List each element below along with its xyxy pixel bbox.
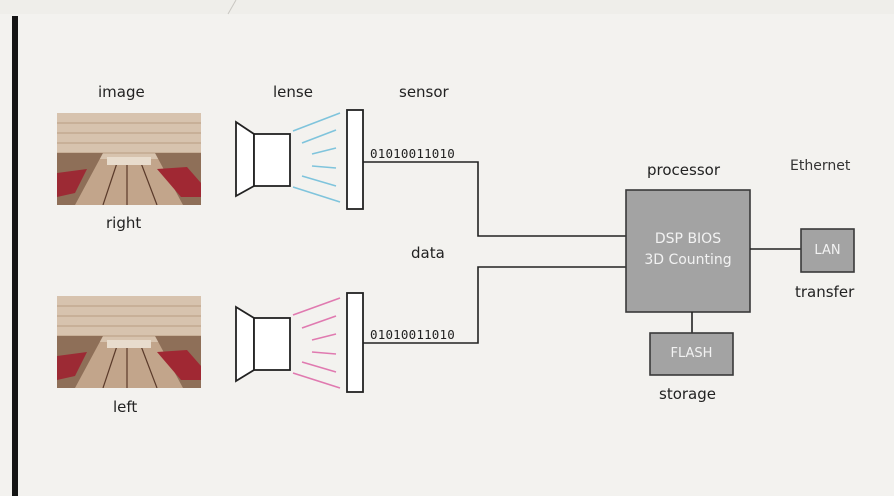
top-bar bbox=[0, 0, 894, 14]
bitstream-top: 01010011010 bbox=[370, 146, 455, 161]
lan-box bbox=[800, 228, 855, 273]
sensor-top bbox=[346, 109, 364, 210]
label-ethernet: Ethernet bbox=[790, 158, 851, 174]
light-rays-bottom bbox=[292, 297, 341, 389]
label-lense: lense bbox=[273, 83, 313, 101]
processor-box bbox=[625, 189, 751, 313]
label-processor: processor bbox=[647, 161, 720, 179]
label-right: right bbox=[106, 214, 142, 232]
label-transfer: transfer bbox=[795, 283, 855, 301]
sensor-bottom bbox=[346, 292, 364, 393]
corner-line bbox=[227, 0, 237, 15]
data-line-top bbox=[363, 161, 626, 237]
processor-line-1: DSP BIOS bbox=[654, 231, 722, 247]
light-rays-top bbox=[292, 112, 341, 203]
label-sensor: sensor bbox=[399, 83, 449, 101]
stereo-image-right bbox=[57, 113, 201, 205]
stereo-image-left bbox=[57, 296, 201, 388]
processor-line-2: 3D Counting bbox=[644, 252, 732, 268]
bitstream-bottom: 01010011010 bbox=[370, 327, 455, 342]
lan-text: LAN bbox=[814, 243, 841, 258]
label-left: left bbox=[113, 398, 138, 416]
processor-text: DSP BIOS 3D Counting bbox=[626, 229, 750, 271]
flash-text: FLASH bbox=[670, 346, 713, 361]
left-accent-bar bbox=[12, 16, 18, 496]
data-line-bottom bbox=[363, 266, 626, 344]
label-image: image bbox=[98, 83, 145, 101]
label-storage: storage bbox=[659, 385, 716, 403]
flash-box bbox=[649, 332, 734, 376]
lens-bottom bbox=[235, 305, 291, 383]
label-data: data bbox=[411, 244, 445, 262]
lens-top bbox=[235, 120, 291, 198]
